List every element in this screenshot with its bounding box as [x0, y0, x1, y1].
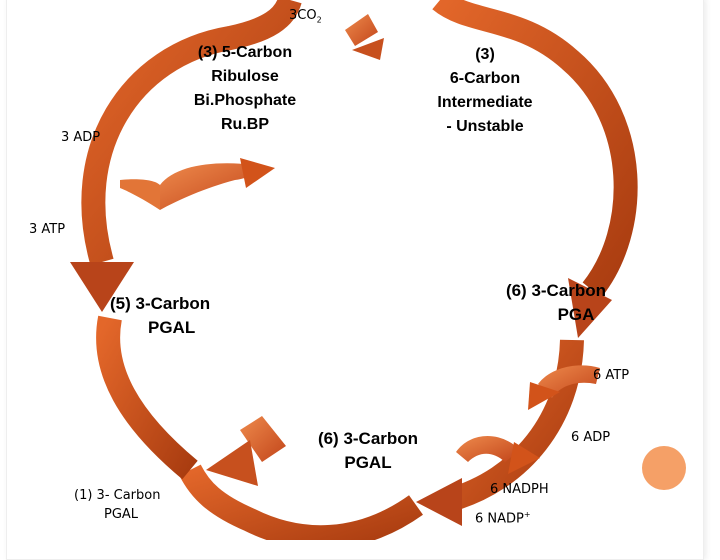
adp-right-label: 6 ADP: [571, 430, 611, 445]
arc-top-right: [432, 0, 638, 298]
ribose-label: (3) 5-Carbon Ribulose Bi.Phosphate Ru.BP: [193, 44, 297, 133]
pgal5-label: (5) 3-Carbon PGAL: [110, 294, 211, 337]
arrowhead-right-bottom: [416, 478, 462, 526]
accent-dot: [642, 446, 686, 490]
co2-arrow: [345, 14, 384, 60]
nadph-swirl: [456, 435, 540, 474]
nadph-label: 6 NADPH: [490, 482, 549, 497]
pga6-label: (6) 3-Carbon PGA: [505, 281, 607, 324]
pgal1-label: (1) 3- Carbon PGAL: [74, 488, 161, 522]
nadp-label: 6 NADP+: [475, 510, 531, 527]
arrowhead-top-right: [568, 278, 612, 338]
arc-bottom: [179, 464, 423, 540]
pgal-out-arrow: [206, 416, 286, 486]
co2-label: 3CO2: [289, 8, 322, 25]
pgal6-label: (6) 3-Carbon PGAL: [317, 429, 419, 472]
arc-left: [96, 315, 198, 480]
atp-left-label: 3 ATP: [29, 222, 66, 237]
adp-left-label: 3 ADP: [61, 130, 101, 145]
calvin-cycle-diagram: [70, 0, 638, 540]
intermediate-label: (3) 6-Carbon Intermediate - Unstable: [437, 46, 533, 135]
atp-swirl-right: [528, 365, 600, 410]
arc-right-bottom: [446, 339, 584, 512]
arrowhead-top-left: [70, 262, 134, 312]
arc-top-left: [81, 0, 302, 266]
atp-swirl-left: [120, 158, 275, 210]
atp-right-label: 6 ATP: [593, 368, 630, 383]
